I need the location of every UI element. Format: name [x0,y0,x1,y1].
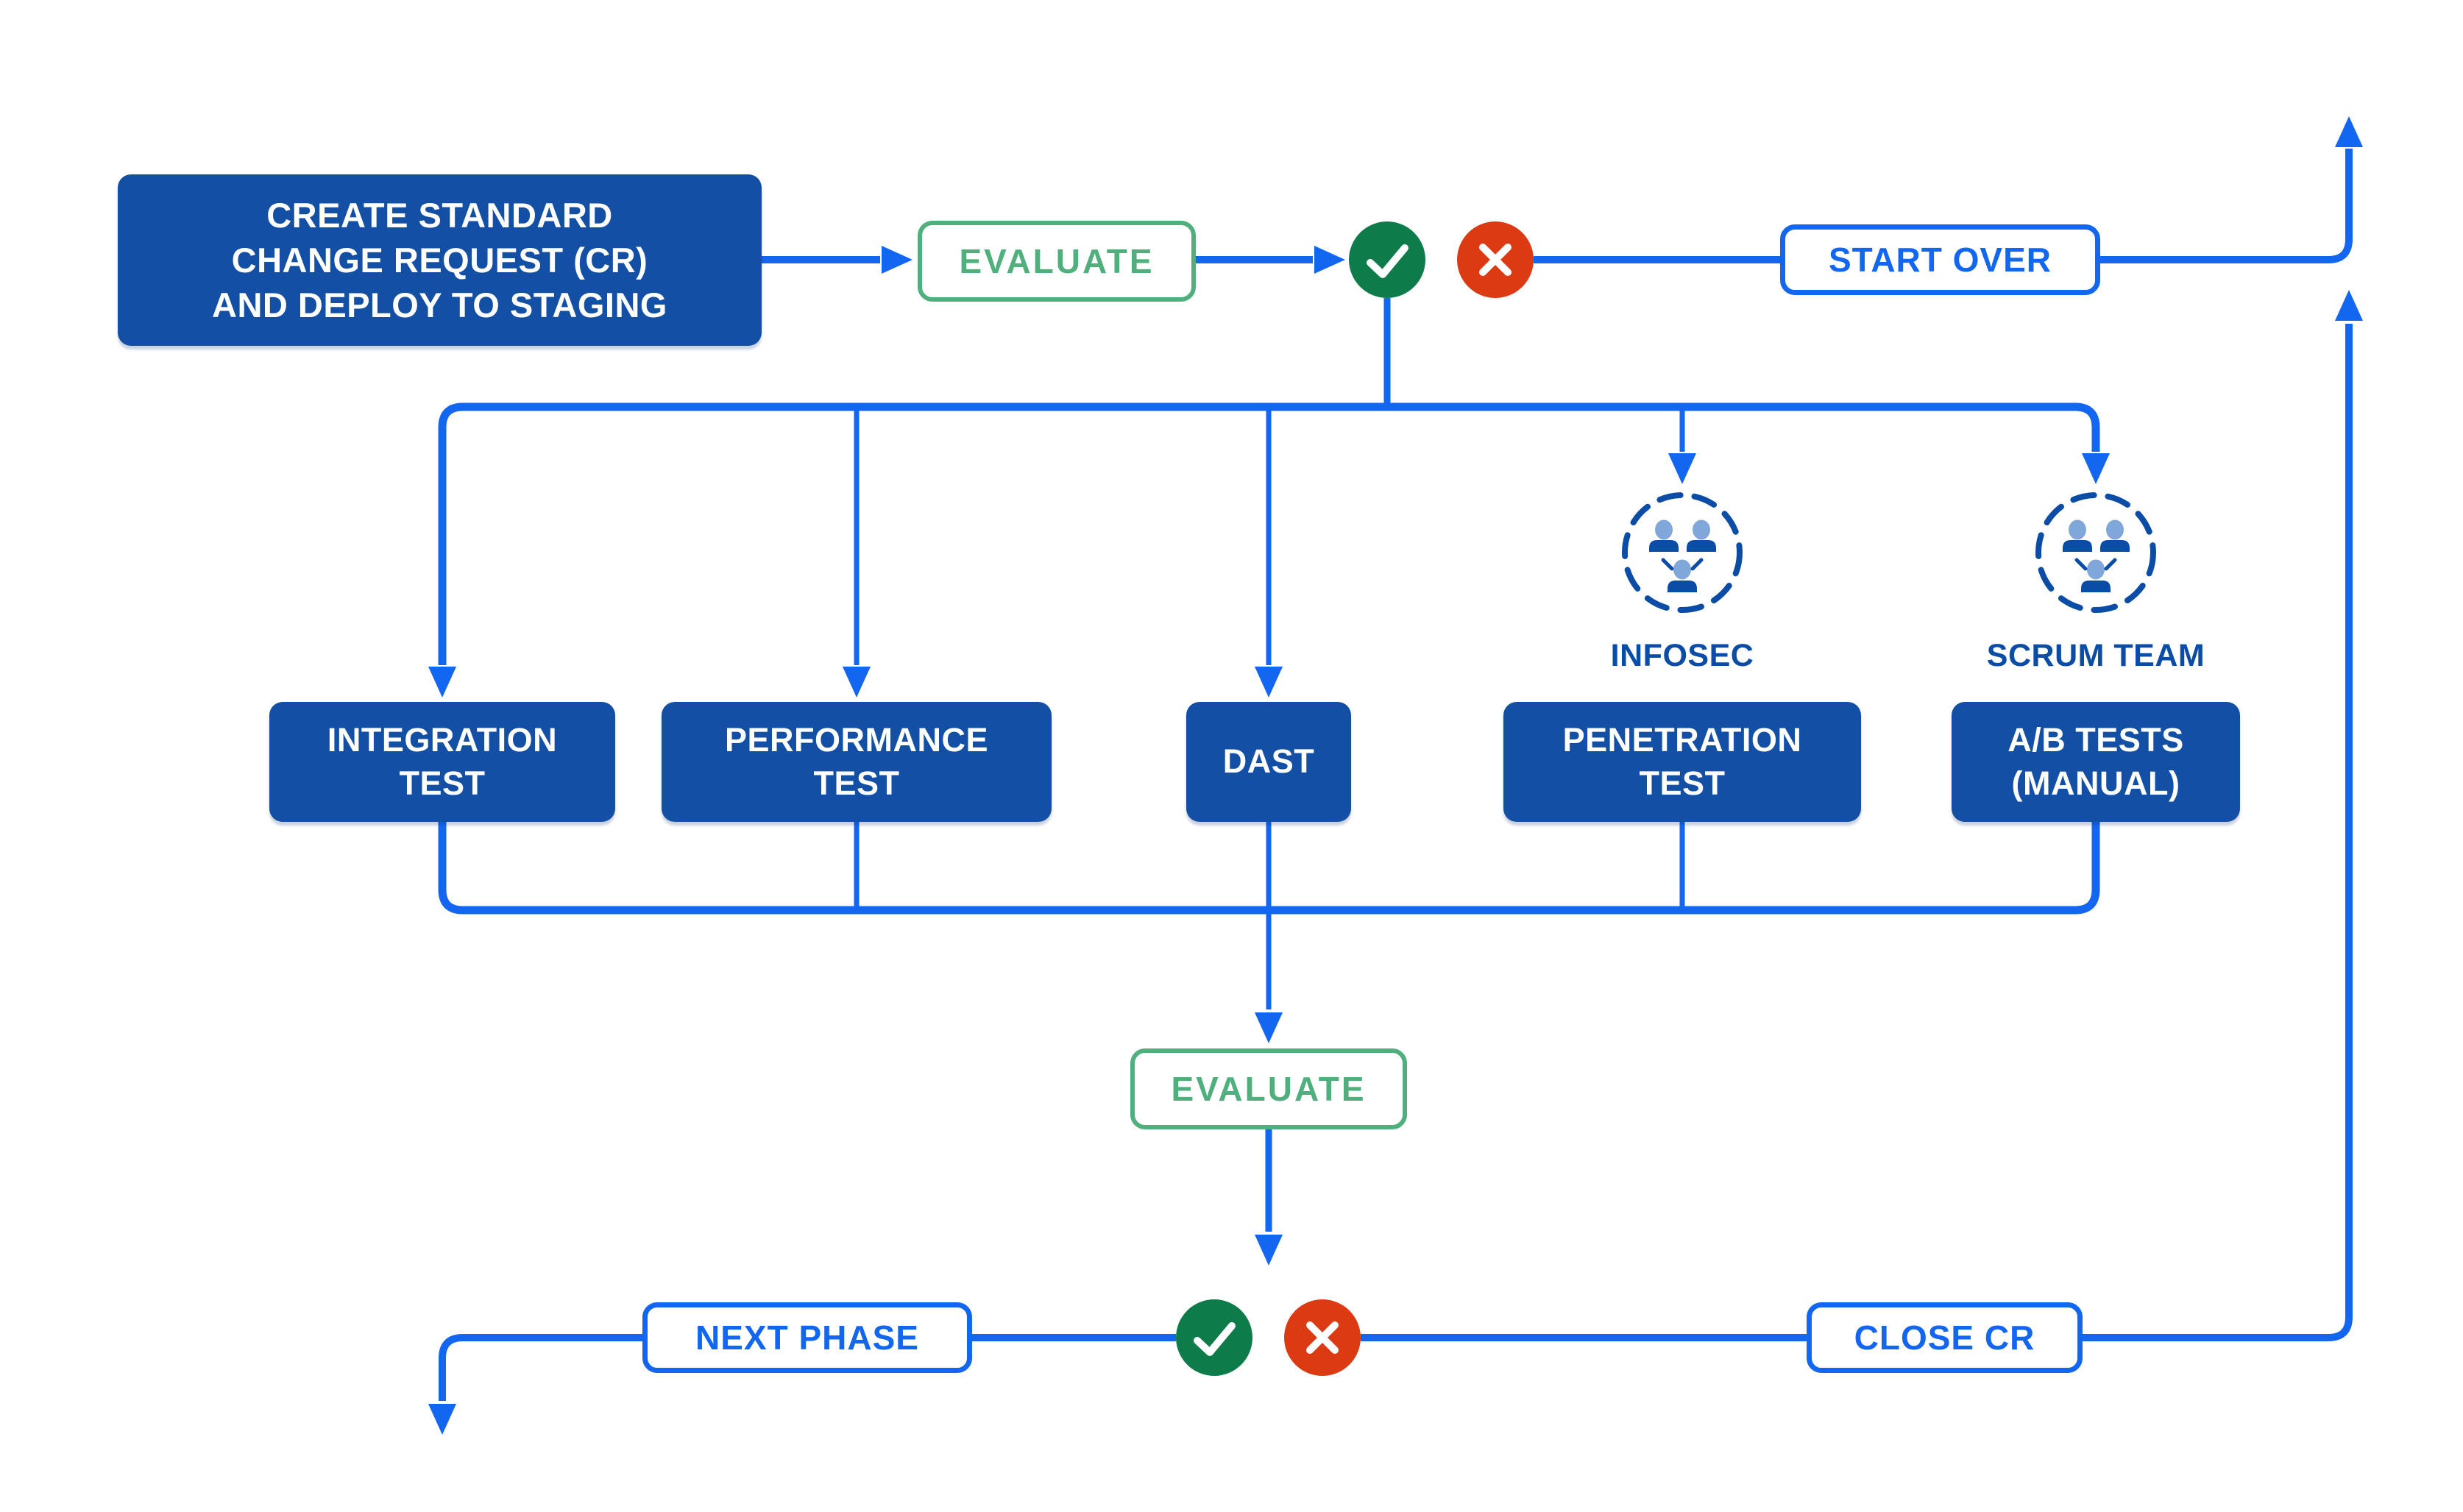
check-icon [1367,244,1408,278]
connector-next-phase-out [439,1334,642,1401]
status-fail-top [1457,221,1534,298]
check-icon [1194,1322,1236,1356]
status-pass-bottom [1176,1299,1252,1376]
node-dast: DAST [1186,702,1351,822]
node-evaluate-top: EVALUATE [918,221,1196,302]
node-start-over: START OVER [1780,224,2100,295]
node-ab-tests-manual: A/B TESTS (MANUAL) [1952,702,2240,822]
node-create-change-request: CREATE STANDARD CHANGE REQUEST (CR) AND … [118,174,762,346]
node-close-cr: CLOSE CR [1807,1302,2083,1373]
arrowhead-scrum [2082,453,2110,484]
arrowhead-start-over-up [2335,116,2363,147]
label-infosec: INFOSEC [1610,638,1754,673]
status-pass-top [1349,221,1425,298]
x-icon [1479,244,1512,276]
team-icon [2035,492,2156,613]
arrowhead-integration [428,667,456,698]
node-performance-test: PERFORMANCE TEST [662,702,1052,822]
arrowhead-next-phase-down [428,1404,456,1435]
arrowhead-performance [843,667,871,698]
connector-close-cr-loop [2083,324,2353,1341]
arrowhead-close-cr-up [2335,290,2363,321]
arrowhead-dast [1255,667,1283,698]
node-evaluate-bottom: EVALUATE [1130,1048,1407,1129]
arrowhead-infosec [1668,453,1696,484]
arrowhead-into-evaluate-bottom [1255,1012,1283,1043]
status-fail-bottom [1284,1299,1361,1376]
team-icon [1622,492,1743,613]
x-icon [1306,1321,1339,1354]
node-integration-test: INTEGRATION TEST [269,702,615,822]
connector-start-over-loop [2100,149,2353,263]
arrowhead-into-result-bottom [1255,1235,1283,1266]
arrowhead-into-evaluate-top [882,246,912,274]
node-penetration-test: PENETRATION TEST [1503,702,1861,822]
label-scrum-team: SCRUM TEAM [1986,638,2205,673]
node-next-phase: NEXT PHASE [642,1302,972,1373]
arrowhead-into-result-top [1314,246,1345,274]
